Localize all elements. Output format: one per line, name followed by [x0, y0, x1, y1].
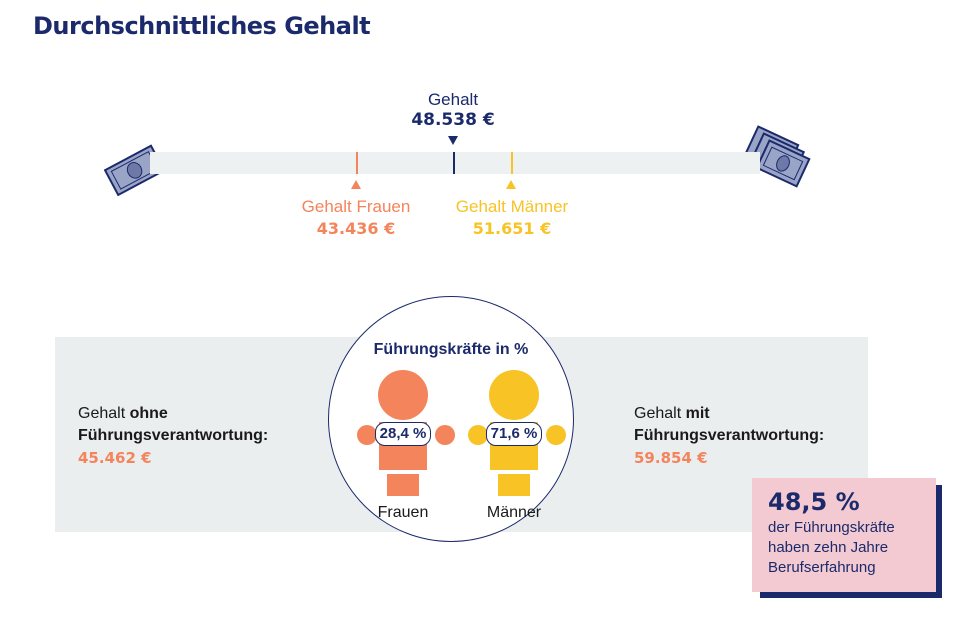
women-salary-caption: Gehalt Frauen	[301, 197, 411, 216]
money-stack-icon	[744, 125, 811, 188]
women-label: Frauen	[377, 504, 429, 521]
person-legs-icon	[387, 474, 419, 496]
arrow-down-icon	[448, 136, 458, 145]
salary-with-leadership: Gehalt mit Führungsverantwortung: 59.854…	[634, 403, 824, 469]
person-head-icon	[378, 370, 428, 420]
average-salary-caption: Gehalt	[427, 90, 479, 109]
person-hand-icon	[435, 425, 455, 445]
men-salary-label: Gehalt Männer 51.651 €	[432, 197, 592, 238]
salary-without-leadership: Gehalt ohne Führungsverantwortung: 45.46…	[78, 403, 268, 469]
salary-qualifier-line2: Führungsverantwortung:	[634, 427, 825, 444]
average-salary-value: 48.538 €	[411, 110, 495, 130]
men-label: Männer	[486, 504, 542, 521]
salary-scale-track	[150, 152, 760, 174]
salary-prefix: Gehalt	[634, 405, 686, 422]
men-leadership-percent: 71,6 %	[486, 422, 542, 446]
salary-qualifier-line2: Führungsverantwortung:	[78, 427, 269, 444]
women-salary-value: 43.436 €	[316, 219, 396, 238]
salary-prefix: Gehalt	[78, 405, 130, 422]
women-salary-label: Gehalt Frauen 43.436 €	[276, 197, 436, 238]
person-hand-icon	[468, 425, 488, 445]
arrow-up-icon	[351, 180, 361, 189]
callout-value: 48,5 %	[768, 488, 860, 516]
men-salary-value: 51.651 €	[472, 219, 552, 238]
person-hand-icon	[546, 425, 566, 445]
average-salary-tick	[453, 152, 455, 174]
page-title: Durchschnittliches Gehalt	[33, 12, 371, 40]
callout-text: der Führungskräfte haben zehn Jahre Beru…	[768, 519, 895, 576]
men-salary-caption: Gehalt Männer	[455, 197, 569, 216]
money-bill-icon	[104, 144, 166, 197]
salary-amount: 45.462 €	[78, 449, 152, 467]
arrow-up-icon	[506, 180, 516, 189]
person-legs-icon	[498, 474, 530, 496]
women-salary-tick	[356, 152, 358, 174]
person-head-icon	[489, 370, 539, 420]
salary-qualifier: mit	[685, 405, 710, 422]
women-leadership-percent: 28,4 %	[375, 422, 431, 446]
leadership-circle	[328, 296, 574, 542]
person-hand-icon	[357, 425, 377, 445]
leadership-circle-title: Führungskräfte in %	[373, 341, 529, 358]
salary-amount: 59.854 €	[634, 449, 708, 467]
average-salary-label: Gehalt 48.538 €	[403, 90, 503, 130]
men-salary-tick	[511, 152, 513, 174]
experience-callout: 48,5 % der Führungskräfte haben zehn Jah…	[752, 478, 936, 592]
salary-qualifier: ohne	[129, 405, 168, 422]
